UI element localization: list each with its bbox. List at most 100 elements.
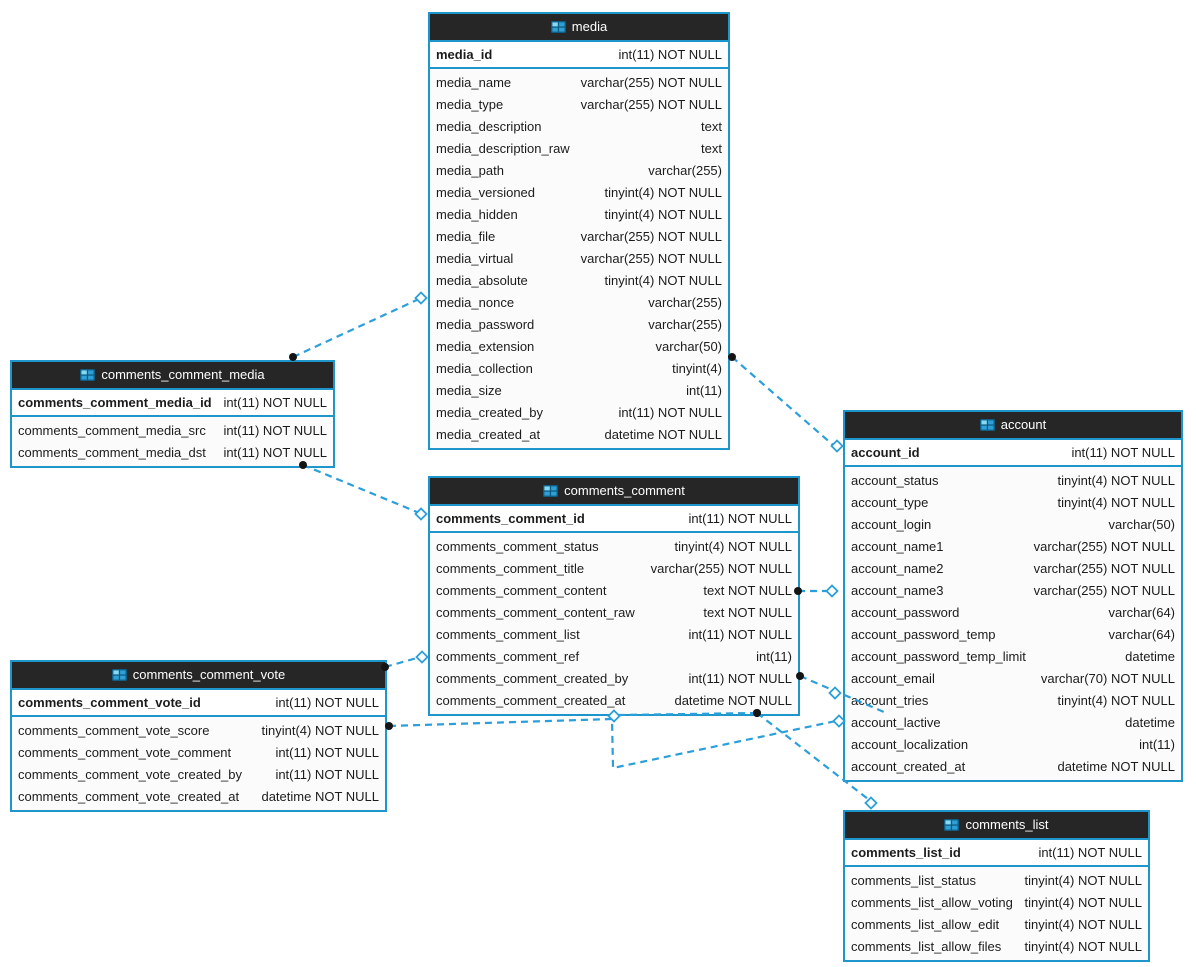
table-header-comments_comment_vote[interactable]: comments_comment_vote bbox=[12, 662, 385, 690]
column-type: int(11) bbox=[756, 648, 792, 664]
column-name: media_description_raw bbox=[436, 140, 570, 156]
column-type: int(11) bbox=[686, 382, 722, 398]
column-type: tinyint(4) NOT NULL bbox=[261, 722, 379, 738]
column-name: comments_comment_list bbox=[436, 626, 580, 642]
column-type: int(11) NOT NULL bbox=[1071, 445, 1175, 460]
relation-endpoint-diamond bbox=[864, 796, 878, 810]
table-header-media[interactable]: media bbox=[430, 14, 728, 42]
column-type: int(11) NOT NULL bbox=[223, 444, 327, 460]
column-type: text bbox=[701, 118, 722, 134]
column-type: tinyint(4) NOT NULL bbox=[674, 538, 792, 554]
column-type: datetime bbox=[1125, 648, 1175, 664]
column-type: int(11) NOT NULL bbox=[223, 422, 327, 438]
table-header-comments_list[interactable]: comments_list bbox=[845, 812, 1148, 840]
column-name: comments_comment_created_by bbox=[436, 670, 629, 686]
table-name: account bbox=[1000, 417, 1047, 432]
column-type: varchar(255) NOT NULL bbox=[580, 228, 722, 244]
column-name: account_lactive bbox=[851, 714, 941, 730]
table-name: comments_comment_vote bbox=[132, 667, 286, 682]
table-header-comments_comment_media[interactable]: comments_comment_media bbox=[12, 362, 333, 390]
table-comments_comment_vote[interactable]: comments_comment_vote comments_comment_vo… bbox=[10, 660, 387, 812]
column-type: varchar(50) bbox=[655, 338, 722, 354]
column-type: int(11) NOT NULL bbox=[223, 395, 327, 410]
column-name: account_tries bbox=[851, 692, 929, 708]
column-name: account_id bbox=[851, 445, 920, 460]
column-name: media_created_at bbox=[436, 426, 541, 442]
table-header-comments_comment[interactable]: comments_comment bbox=[430, 478, 798, 506]
column-type: text NOT NULL bbox=[703, 604, 792, 620]
column-row[interactable]: media_created_at datetime NOT NULL bbox=[430, 423, 728, 445]
column-type: datetime NOT NULL bbox=[604, 426, 722, 442]
column-name: account_password bbox=[851, 604, 960, 620]
column-type: datetime NOT NULL bbox=[261, 788, 379, 804]
table-comments_comment_media[interactable]: comments_comment_media comments_comment_m… bbox=[10, 360, 335, 468]
table-name: comments_comment_media bbox=[101, 367, 265, 382]
column-name: account_created_at bbox=[851, 758, 966, 774]
table-icon bbox=[111, 669, 127, 681]
column-name: media_absolute bbox=[436, 272, 528, 288]
primary-key-row[interactable]: account_id int(11) NOT NULL bbox=[845, 440, 1181, 467]
column-name: account_localization bbox=[851, 736, 969, 752]
table-header-account[interactable]: account bbox=[845, 412, 1181, 440]
